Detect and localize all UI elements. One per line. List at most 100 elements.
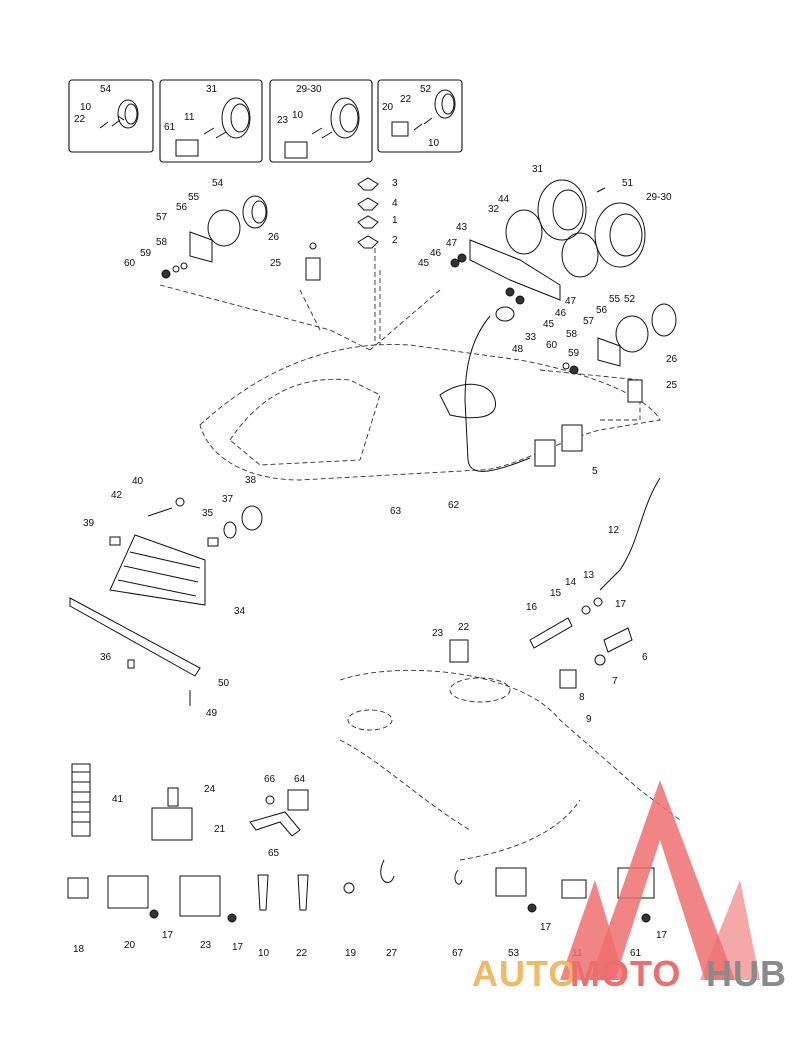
ignition-harness: [449, 477, 661, 689]
part-label: 47: [446, 238, 458, 249]
part-label: 49: [206, 708, 218, 719]
part-label: 45: [543, 319, 555, 330]
part-label: 39: [83, 518, 95, 529]
part-label: 31: [206, 84, 218, 95]
part-label: 31: [532, 164, 544, 175]
part-label: 63: [390, 506, 402, 517]
part-label: 48: [512, 344, 524, 355]
part-label: 22: [458, 622, 470, 633]
part-label: 61: [164, 122, 176, 133]
part-label: 13: [583, 570, 595, 581]
part-label: 17: [162, 930, 174, 941]
part-label: 58: [156, 237, 168, 248]
part-label: 43: [456, 222, 468, 233]
part-label: 47: [565, 296, 577, 307]
part-label: 45: [418, 258, 430, 269]
part-label: 56: [596, 305, 608, 316]
part-label: 35: [202, 508, 214, 519]
part-label: 4: [392, 198, 398, 209]
part-label: 46: [555, 308, 567, 319]
watermark-logo: AUTO MOTO HUB: [472, 780, 787, 994]
part-label: 64: [294, 774, 306, 785]
part-label: 11: [184, 112, 195, 123]
part-label: 46: [430, 248, 442, 259]
part-label: 52: [624, 294, 636, 305]
part-label: 23: [200, 940, 212, 951]
part-label: 7: [612, 676, 618, 687]
part-label: 54: [212, 178, 224, 189]
part-label: 55: [609, 294, 621, 305]
part-label: 3: [392, 178, 398, 189]
gauge-52-assembly: [562, 303, 677, 403]
part-label: 66: [264, 774, 276, 785]
part-label: 53: [508, 948, 520, 959]
part-label: 20: [124, 940, 136, 951]
part-label: 29-30: [646, 192, 672, 203]
part-label: 23: [277, 115, 289, 126]
part-label: 56: [176, 202, 188, 213]
watermark-moto: MOTO: [570, 953, 681, 994]
part-label: 2: [392, 235, 398, 246]
part-label: 15: [550, 588, 562, 599]
hull-outline-lower: [339, 669, 681, 861]
part-label: 62: [448, 500, 460, 511]
part-label: 60: [124, 258, 136, 269]
part-label: 57: [156, 212, 168, 223]
misc-parts: [67, 763, 655, 923]
part-label: 17: [232, 942, 244, 953]
part-label: 37: [222, 494, 234, 505]
part-label: 58: [566, 329, 578, 340]
part-label: 17: [615, 599, 627, 610]
part-label: 19: [345, 948, 357, 959]
part-label: 67: [452, 948, 464, 959]
part-label: 24: [204, 784, 216, 795]
part-label: 38: [245, 475, 257, 486]
part-label: 65: [268, 848, 280, 859]
part-label: 21: [214, 824, 226, 835]
switch-covers: [357, 177, 379, 249]
gauge-assembly: [450, 179, 646, 472]
part-label: 34: [234, 606, 246, 617]
part-label: 52: [420, 84, 432, 95]
part-label: 27: [386, 948, 398, 959]
part-label: 33: [525, 332, 537, 343]
part-label: 60: [546, 340, 558, 351]
part-label: 25: [270, 258, 282, 269]
part-label: 17: [540, 922, 552, 933]
part-label: 54: [100, 84, 112, 95]
watermark-auto: AUTO: [472, 953, 577, 994]
part-label: 36: [100, 652, 112, 663]
watermark-triangle: [590, 780, 735, 980]
part-label: 41: [112, 794, 124, 805]
part-label: 61: [630, 948, 642, 959]
part-label: 57: [583, 316, 595, 327]
part-label: 1: [392, 215, 398, 226]
part-label: 25: [666, 380, 678, 391]
part-label: 32: [488, 204, 500, 215]
headlight-assembly: [69, 497, 263, 706]
part-label: 9: [586, 714, 592, 725]
gauge-54-assembly: [161, 195, 321, 281]
part-label: 40: [132, 476, 144, 487]
part-label: 26: [666, 354, 678, 365]
part-label: 44: [498, 194, 510, 205]
part-label: 12: [608, 525, 620, 536]
part-label: 50: [218, 678, 230, 689]
part-label: 18: [73, 944, 85, 955]
part-label: 22: [400, 94, 412, 105]
inset-frames: [68, 79, 463, 163]
part-label: 42: [111, 490, 123, 501]
part-label: 8: [579, 692, 585, 703]
part-label: 5: [592, 466, 598, 477]
part-label: 51: [622, 178, 634, 189]
watermark-hub: HUB: [706, 953, 787, 994]
part-label: 20: [382, 102, 394, 113]
part-label: 10: [292, 110, 304, 121]
part-label: 22: [74, 114, 86, 125]
part-label: 59: [140, 248, 152, 259]
part-label: 10: [80, 102, 92, 113]
part-label: 10: [258, 948, 270, 959]
part-label: 14: [565, 577, 577, 588]
